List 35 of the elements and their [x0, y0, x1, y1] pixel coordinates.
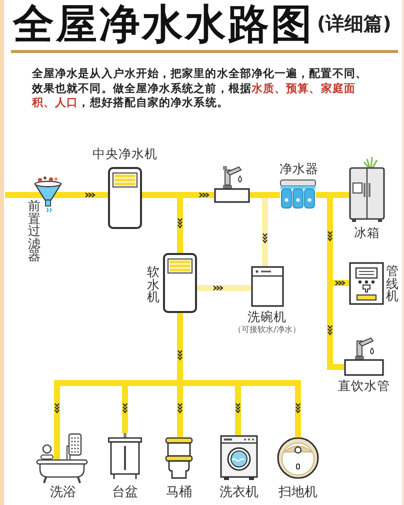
pipe [183, 380, 235, 386]
device-label: 马桶 [166, 486, 192, 501]
pipe [250, 192, 268, 198]
pipe [177, 386, 183, 437]
pipe [183, 192, 214, 198]
pipe [197, 285, 251, 291]
pipe [327, 286, 344, 370]
device-label: 洗浴 [50, 486, 76, 501]
pipe [128, 380, 177, 386]
pipe [5, 192, 34, 198]
note-text: （可接软水/净水） [234, 325, 300, 334]
device-label: 冰箱 [354, 226, 380, 240]
device-label: 台盆 [112, 486, 138, 501]
device-label: 净水器 [280, 162, 318, 176]
device-label: 洗衣机 [220, 486, 258, 501]
device-label: 洗碗机 [248, 310, 286, 324]
pipe [262, 198, 268, 266]
pipe [235, 386, 241, 435]
device-label: 中央净水机 [92, 147, 158, 162]
device-label: 扫地机 [278, 486, 318, 501]
pipe [54, 380, 128, 432]
pipe [327, 198, 333, 280]
pipe [62, 192, 108, 198]
title: 全屋净水水路图 [13, 2, 314, 48]
device-label: 管线机 [386, 265, 398, 302]
pipe [177, 313, 183, 386]
pipe [327, 280, 349, 286]
pipe [235, 380, 301, 437]
device-label: 直饮水管 [338, 379, 390, 394]
device-label: 前置过滤器 [28, 200, 40, 262]
pipe [268, 192, 280, 198]
subtitle: (详细篇) [317, 14, 392, 35]
pipe [122, 386, 128, 433]
intro-paragraph: 全屋净水是从入户水开始，把家里的水全部净化一遍，配置不同、效果也就不同。做全屋净水系统之前，根据水质、预算、家庭面积、人口，想好搭配自家的净水系统。 [32, 67, 368, 110]
device-label: 软水机 [147, 266, 160, 304]
